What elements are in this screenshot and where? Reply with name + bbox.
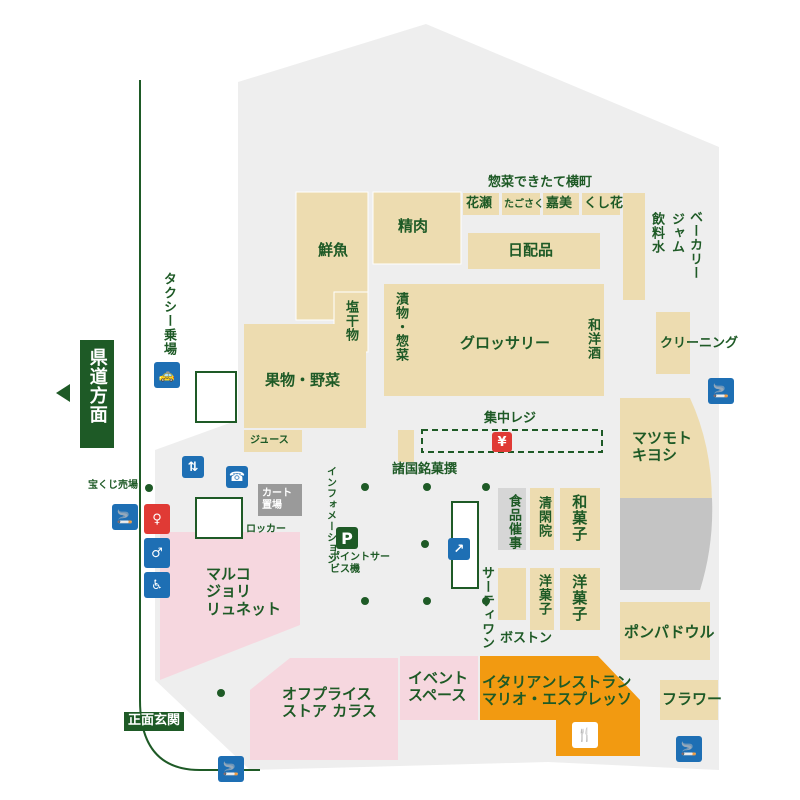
daily-label: 日配品 [508,241,554,259]
info-label: インフォメーション [324,466,336,565]
shop-kushibana [582,193,620,215]
shop-sweets-world [398,430,414,462]
kami-label: 嘉美 [546,196,573,211]
shop-cleaning [656,312,690,374]
tadokoro-label: たごさく [504,199,544,210]
shop-kami [543,193,579,215]
shop-grocery [384,284,604,396]
shop-meat [372,191,462,265]
shop-italian [480,656,640,756]
kushibana-label: くし花 [584,196,624,211]
food-event-label: 食品催事 [505,494,521,550]
wagashi-label: 和菓子 [570,494,589,542]
shop-drinks [623,193,645,300]
road-outline [139,80,260,771]
fish-label: 鮮魚 [318,241,349,259]
seikaiin-label: 清閑院 [535,496,551,538]
phone-icon: ☎ [226,466,248,488]
boston-label: ボストン [500,631,553,646]
smoking-area-icon: 🚬 [112,504,138,530]
produce-label: 果物・野菜 [265,371,341,389]
smoking-area-icon-2: 🚬 [708,378,734,404]
marco-label: マルコ ジョリ リュネット [206,565,282,618]
hanase-label: 花瀬 [466,196,493,211]
liquor-label: 和洋酒 [584,318,600,360]
direction-arrow-icon [56,384,70,402]
point-label: ポイントサービス機 [330,552,390,575]
off-price-label: オフプライス ストア カラス [282,685,377,721]
shop-food-event [498,488,526,550]
yogashi2-label: 洋菓子 [570,574,589,622]
thirty-one-label: サーティワン [478,566,494,650]
elevator-icon: ⇅ [182,456,204,478]
smoking-area-icon-3: 🚬 [676,736,702,762]
shop-pompadour [620,602,710,660]
cleaning-label: クリーニング [660,336,739,351]
taxi-label: タクシー乗場 [160,272,176,356]
men-restroom-icon: ♂ [144,538,170,568]
meat-label: 精肉 [398,217,429,235]
matsumoto-label: マツモトキヨシ [632,429,693,465]
register-icon: ¥ [492,432,512,452]
shop-event-space [400,656,478,720]
shop-tadokoro [502,193,540,215]
jam-label: ジャム [668,212,684,254]
sweets-world-label: 諸国銘菓撰 [392,462,458,477]
locker-block [195,497,243,539]
event-space-label: イベント スペース [408,669,469,705]
grocery-label: グロッサリー [460,334,551,352]
restaurant-icon: 🍴 [572,722,598,748]
shop-yogashi1 [530,568,554,630]
bakery-label: ベーカリー [686,210,702,280]
shop-wagashi [560,488,600,550]
escalator-icon: ↗ [448,538,470,560]
direction-sign [80,340,114,448]
juice-label: ジュース [250,435,289,446]
register-label: 集中レジ [484,411,537,426]
entrance-label: 正面玄関 [124,712,185,731]
wheelchair-icon: ♿ [144,572,170,598]
salted-label: 塩干物 [342,300,358,342]
drinks-label: 飲料水 [648,212,664,254]
taxi-icon: 🚕 [154,362,180,388]
pillar-dots [145,483,490,697]
cart-area [258,484,302,516]
cart-label: カート置場 [262,488,292,511]
smoking-area-icon-4: 🚬 [218,756,244,782]
gray-block [620,498,713,590]
shop-daily [468,233,600,269]
shop-hanase [463,193,499,215]
shop-off-price [250,658,398,760]
pompadour-label: ポンパドウル [624,623,715,641]
deli-row-label: 惣菜できたて横町 [488,175,593,190]
shop-thirty-one [498,568,526,620]
stairs [195,371,237,423]
shop-marco [160,532,300,680]
italian-label: イタリアンレストラン マリオ・エスプレッソ [482,673,633,709]
shop-produce [244,324,366,428]
women-restroom-icon: ♀ [144,504,170,534]
shop-juice [244,430,302,452]
shop-seikaiin [530,488,554,550]
yogashi1-label: 洋菓子 [535,574,551,616]
direction-label: 県道方面 [86,348,108,424]
shop-flower [660,680,718,720]
lottery-label: 宝くじ売場 [88,480,138,491]
flower-label: フラワー [662,690,723,708]
parking-icon: P [336,527,358,549]
pickles-label: 漬物・惣菜 [392,292,408,362]
shop-yogashi2 [560,568,600,630]
locker-label: ロッカー [246,524,286,535]
register-lanes [421,429,603,453]
